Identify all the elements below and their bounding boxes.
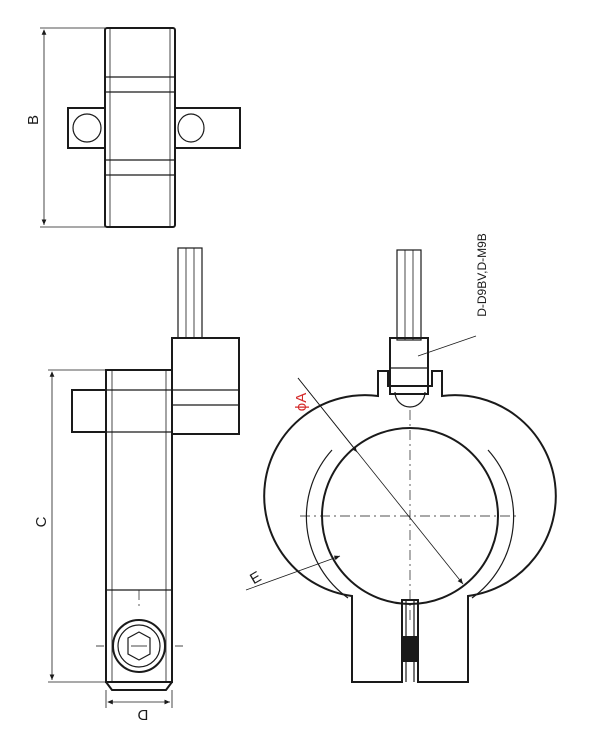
sensor-cable [177,247,203,339]
clamp-outer-profile [263,370,557,683]
sensor-cable-front [396,249,422,341]
slit-nut [403,636,417,662]
left-tab-hole [72,113,102,143]
sensor-leader-line [417,335,477,357]
screw-head [112,619,166,673]
dimension-a-label: ϕA [293,393,310,411]
right-tab-hole [177,113,205,143]
dimension-e-line [245,555,341,591]
sensor-slot [394,391,426,408]
top-view: B [25,27,241,228]
clamp-body-top [104,27,176,228]
right-tab [174,107,241,149]
front-view: ϕA E D-D9BV,D-M9B [245,233,557,683]
side-view: C D [33,247,240,723]
screw-inner-ring [117,624,161,668]
sensor-housing-side [171,337,240,435]
clamp-body-side [105,369,173,683]
left-tab [67,107,106,149]
dimension-b-label: B [25,115,42,125]
clamp-bottom-chamfer [105,681,173,691]
sensor-model-callout: D-D9BV,D-M9B [475,233,489,317]
sensor-body-front [389,337,429,395]
side-left-tab [71,389,107,433]
hex-socket-icon [127,631,151,661]
dimension-c-label: C [33,516,50,527]
dimension-d-label: D [137,706,148,723]
dimension-e-label: E [247,568,264,588]
